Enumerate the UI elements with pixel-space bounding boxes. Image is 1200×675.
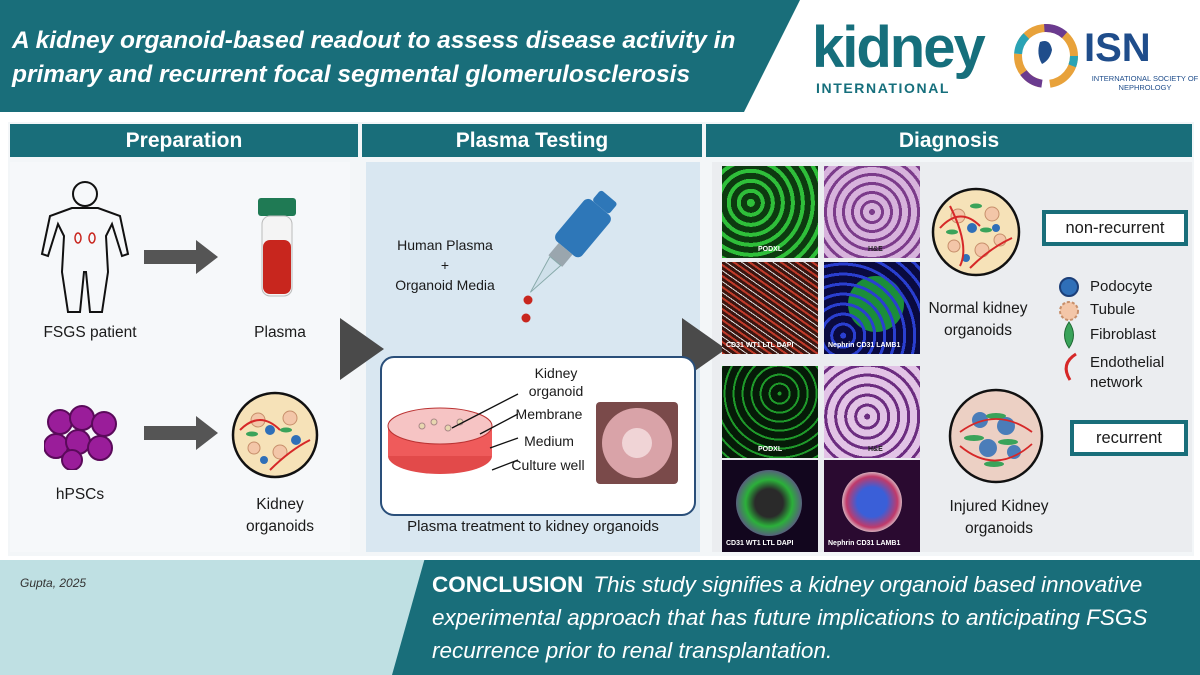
pipette-icon (521, 190, 617, 323)
micrograph-podxl-bottom: PODXL (722, 366, 818, 458)
plasma-caption: Plasma treatment to kidney organoids (407, 518, 659, 535)
section-header-diagnosis: Diagnosis (706, 124, 1192, 157)
injured-organoid-icon (948, 388, 1044, 484)
normal-organoid-label: Normal kidney organoids (928, 300, 1028, 339)
section-header-plasma-testing: Plasma Testing (362, 124, 702, 157)
well-photo (596, 402, 678, 484)
figure-title: A kidney organoid-based readout to asses… (12, 27, 736, 88)
arrow-right-icon (144, 416, 218, 450)
hpsc-cells-icon (44, 405, 117, 470)
tubule-legend-icon (1059, 301, 1079, 321)
media-line2: Organoid Media (395, 277, 495, 293)
patient-label: FSGS patient (43, 324, 137, 341)
conclusion-body: This study signifies a kidney organoid b… (432, 572, 1148, 663)
journal-logo: kidney (812, 15, 986, 80)
callout-lines (451, 393, 519, 471)
stain-label: H&E (868, 446, 883, 453)
callout-culture-well: Culture well (511, 457, 585, 473)
isn-globe-icon (1014, 24, 1078, 88)
preparation-panel (10, 162, 350, 552)
hpscs-label: hPSCs (55, 486, 105, 503)
injured-organoid-label: Injured Kidney organoids (949, 498, 1049, 537)
fibroblast-legend-icon (1064, 321, 1074, 349)
stain-label: CD31 WT1 LTL DAPI (726, 342, 794, 349)
society-logo-subtitle: INTERNATIONAL SOCIETY OF NEPHROLOGY (1091, 74, 1199, 92)
stain-label: PODXL (758, 246, 783, 253)
author-citation: Gupta, 2025 (20, 576, 87, 590)
legend-podocyte: Podocyte (1090, 278, 1153, 295)
stain-label: CD31 WT1 LTL DAPI (726, 540, 794, 547)
micrograph-cd31-top: CD31 WT1 LTL DAPI (722, 262, 818, 354)
stain-label: PODXL (758, 446, 783, 453)
callout-medium: Medium (524, 433, 574, 449)
arrow-right-icon (144, 240, 218, 274)
micrograph-cd31-bottom: CD31 WT1 LTL DAPI (722, 460, 818, 552)
organoids-label: Kidney organoids (245, 496, 315, 535)
endothelial-legend-icon (1064, 352, 1077, 381)
stain-label: Nephrin CD31 LAMB1 (828, 342, 901, 349)
micrograph-nephrin-top: Nephrin CD31 LAMB1 (824, 262, 920, 354)
stain-label: H&E (868, 246, 883, 253)
micrograph-he-bottom: H&E (824, 366, 920, 458)
callout-kidney-organoid: Kidney organoid (528, 365, 584, 399)
media-plus: + (440, 257, 450, 273)
plasma-label: Plasma (254, 324, 306, 341)
plasma-tube-icon (258, 198, 296, 297)
title-banner (0, 0, 800, 112)
micrograph-podxl-top: PODXL (722, 166, 818, 258)
normal-organoid-icon (931, 187, 1021, 277)
culture-dish-icon (387, 407, 493, 474)
patient-silhouette-icon (40, 181, 130, 313)
conclusion-key: CONCLUSION (432, 572, 584, 597)
media-line1: Human Plasma (397, 237, 493, 253)
triangle-arrow-icon (340, 318, 384, 380)
journal-logo-subtitle: INTERNATIONAL (816, 80, 951, 96)
society-logo: ISN (1084, 26, 1151, 70)
micrograph-he-top: H&E (824, 166, 920, 258)
recurrent-tag: recurrent (1070, 420, 1188, 456)
non-recurrent-tag: non-recurrent (1042, 210, 1188, 246)
conclusion-banner (392, 560, 1200, 675)
callout-membrane: Membrane (515, 406, 583, 422)
kidney-organoid-icon (231, 391, 319, 479)
legend-fibroblast: Fibroblast (1090, 326, 1156, 343)
legend-endothelial: Endothelial network (1090, 354, 1165, 391)
micrograph-nephrin-bottom: Nephrin CD31 LAMB1 (824, 460, 920, 552)
stain-label: Nephrin CD31 LAMB1 (828, 540, 901, 547)
podocyte-legend-icon (1059, 277, 1079, 297)
legend-tubule: Tubule (1090, 301, 1136, 318)
section-header-preparation: Preparation (10, 124, 358, 157)
